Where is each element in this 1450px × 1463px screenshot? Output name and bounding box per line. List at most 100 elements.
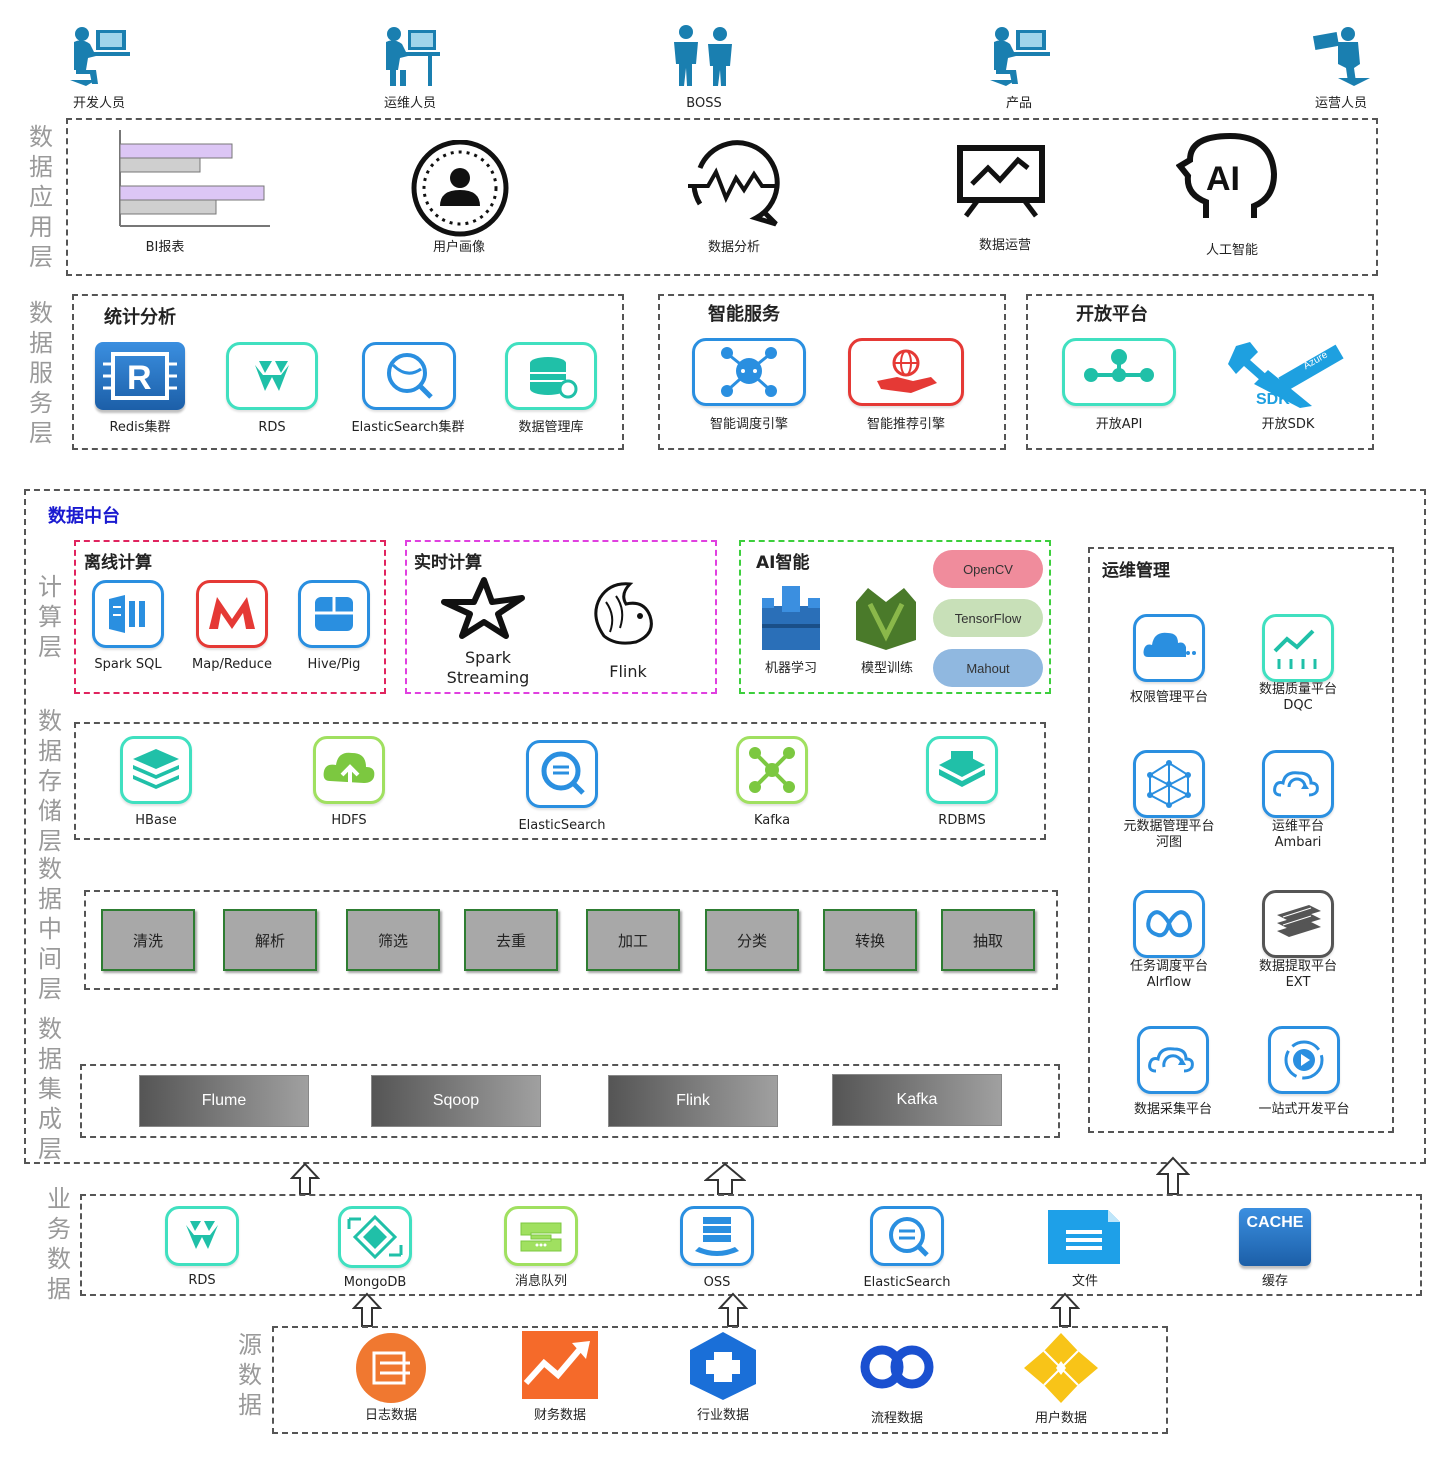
oss-icon[interactable] — [680, 1206, 754, 1266]
app-label-bi: BI报表 — [145, 240, 185, 255]
app-label-analysis: 数据分析 — [707, 240, 761, 255]
layer-label-source: 源数据 — [238, 1331, 262, 1419]
source-label-process: 流程数据 — [870, 1411, 924, 1426]
service-label-scheduler: 智能调度引擎 — [709, 417, 789, 432]
machine-learning-icon — [762, 586, 820, 650]
layer-label-service: 数据服务层 — [29, 299, 53, 447]
integration-kafka: Kafka — [832, 1074, 1002, 1126]
layer-label-middle: 数据中间层 — [38, 855, 62, 1003]
cache-icon[interactable]: CACHE — [1239, 1208, 1311, 1266]
file-icon[interactable] — [1046, 1208, 1122, 1266]
svg-text:SDK: SDK — [1256, 391, 1290, 408]
data-extract-icon[interactable] — [1262, 890, 1334, 958]
biz-elasticsearch-icon[interactable] — [870, 1206, 944, 1266]
data-quality-icon[interactable] — [1262, 614, 1334, 682]
layer-label-business: 业务数据 — [47, 1185, 71, 1303]
service-label-recommend: 智能推荐引擎 — [866, 417, 946, 432]
open-api-icon[interactable] — [1062, 338, 1176, 406]
up-arrow-icon — [352, 1292, 382, 1327]
compute-label-spark-streaming: Spark Streaming — [446, 648, 530, 687]
persona-label-ops: 运维人员 — [383, 96, 437, 111]
stats-title: 统计分析 — [104, 307, 176, 328]
es-cluster-icon[interactable] — [362, 342, 456, 410]
mongodb-icon[interactable] — [338, 1206, 412, 1268]
process-convert: 转换 — [823, 909, 917, 971]
persona-label-product: 产品 — [1005, 96, 1033, 111]
storage-label-kafka: Kafka — [753, 813, 791, 828]
ops-label-6: 数据采集平台 — [1133, 1102, 1213, 1117]
ops-label-4: 任务调度平台 — [1129, 959, 1209, 974]
data-platform-title: 数据中台 — [48, 506, 120, 527]
hdfs-icon[interactable] — [313, 736, 385, 804]
process-clean: 清洗 — [101, 909, 195, 971]
elasticsearch-icon[interactable] — [526, 740, 598, 808]
open-sdk-icon[interactable]: Azure SDK — [1228, 340, 1346, 408]
integration-flume: Flume — [139, 1075, 309, 1127]
kafka-icon[interactable] — [736, 736, 808, 804]
data-collect-icon[interactable] — [1137, 1026, 1209, 1094]
flink-squirrel-icon — [594, 582, 653, 645]
rds-icon[interactable] — [226, 342, 318, 410]
redis-cluster-icon[interactable]: R — [95, 342, 185, 410]
ai-compute-box — [739, 540, 1051, 694]
app-label-operation: 数据运营 — [978, 238, 1032, 253]
process-data-icon — [860, 1345, 934, 1389]
compute-label-sparksql: Spark SQL — [94, 657, 162, 672]
source-label-finance: 财务数据 — [533, 1408, 587, 1423]
airflow-icon[interactable] — [1133, 890, 1205, 958]
ai-label-training: 模型训练 — [860, 661, 914, 676]
rdbms-icon[interactable] — [926, 736, 998, 804]
service-label-sdk: 开放SDK — [1261, 417, 1315, 432]
spark-sql-icon[interactable] — [92, 580, 164, 648]
developer-icon — [70, 27, 130, 86]
metadata-platform-icon[interactable] — [1133, 750, 1205, 818]
spark-streaming-icon — [441, 577, 525, 639]
layer-label-compute: 计算层 — [38, 573, 62, 661]
ops-sub-5: EXT — [1285, 975, 1311, 990]
ops-label-3: 运维平台 — [1271, 819, 1325, 834]
opencv-pill: OpenCV — [933, 550, 1043, 588]
storage-label-hbase: HBase — [135, 813, 177, 828]
integration-sqoop: Sqoop — [371, 1075, 541, 1127]
product-icon — [990, 27, 1050, 86]
service-label-api: 开放API — [1095, 417, 1143, 432]
ai-label-ml: 机器学习 — [764, 661, 818, 676]
process-dedupe: 去重 — [464, 909, 558, 971]
one-stop-dev-icon[interactable] — [1268, 1026, 1340, 1094]
service-label-dbm: 数据管理库 — [518, 420, 584, 435]
message-queue-icon[interactable] — [504, 1206, 578, 1266]
up-arrow-icon — [1156, 1156, 1190, 1195]
hive-pig-icon[interactable] — [298, 580, 370, 648]
smart-service-box — [658, 294, 1006, 450]
storage-label-hdfs: HDFS — [331, 813, 367, 828]
biz-rds-icon[interactable] — [165, 1206, 239, 1266]
ops-mgmt-box — [1088, 547, 1394, 1133]
open-platform-title: 开放平台 — [1076, 304, 1148, 325]
biz-label-mongodb: MongoDB — [343, 1275, 407, 1290]
ops-title: 运维管理 — [1102, 561, 1170, 581]
offline-title: 离线计算 — [84, 553, 152, 573]
up-arrow-icon — [1050, 1292, 1080, 1327]
bi-chart-icon — [119, 130, 270, 227]
biz-label-cache: 缓存 — [1261, 1274, 1289, 1289]
hbase-icon[interactable] — [120, 736, 192, 804]
process-transform: 加工 — [586, 909, 680, 971]
stats-box — [72, 294, 624, 450]
up-arrow-icon — [290, 1162, 320, 1195]
cache-icon-text: CACHE — [1246, 1214, 1304, 1231]
permission-platform-icon[interactable] — [1133, 614, 1205, 682]
ops-label-0: 权限管理平台 — [1129, 690, 1209, 705]
data-analysis-icon — [688, 140, 780, 227]
layer-label-storage: 数据存储层 — [38, 707, 62, 855]
middle-layer-box — [84, 890, 1058, 990]
smart-recommend-icon[interactable] — [848, 338, 964, 406]
ops-sub-1: DQC — [1283, 698, 1313, 713]
data-mgmt-db-icon[interactable] — [505, 342, 597, 410]
mapreduce-icon[interactable] — [196, 580, 268, 648]
tensorflow-pill: TensorFlow — [933, 599, 1043, 637]
ambari-icon[interactable] — [1262, 750, 1334, 818]
smart-scheduler-icon[interactable] — [692, 338, 806, 406]
mahout-pill: Mahout — [933, 649, 1043, 687]
integration-layer-box — [80, 1064, 1060, 1138]
compute-label-mapreduce: Map/Reduce — [192, 657, 272, 672]
